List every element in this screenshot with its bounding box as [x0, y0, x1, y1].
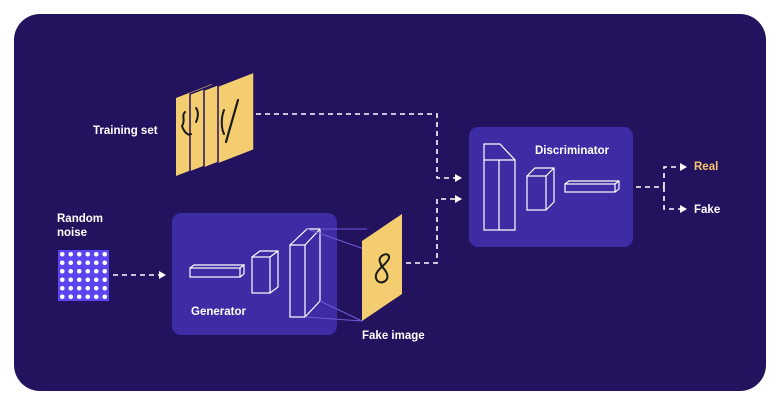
diagram-panel: [14, 14, 766, 391]
random-noise-label: Random noise: [57, 212, 103, 240]
discriminator-box: [469, 127, 633, 247]
training-set-stack-icon: [176, 70, 255, 176]
fake-output-label: Fake: [694, 204, 721, 216]
layer-block-icon: [526, 167, 555, 211]
discriminator-layers-icon: [483, 143, 620, 231]
generator-box: [172, 213, 337, 335]
layer-block-icon: [251, 250, 279, 294]
fake-output-arrow: [663, 187, 687, 213]
layer-block-icon: [526, 175, 547, 211]
layer-block-icon: [289, 244, 306, 318]
random-noise-grid-icon: [58, 250, 109, 301]
layer-block-icon: [564, 183, 616, 193]
real-output-arrow: [663, 163, 687, 187]
training-card-front: [217, 70, 255, 166]
projection-lines: [304, 228, 368, 322]
layer-block-icon: [189, 267, 241, 278]
training-set-label: Training set: [93, 125, 158, 137]
layer-block-icon: [251, 256, 271, 294]
generator-label: Generator: [191, 306, 246, 318]
layer-block-icon: [483, 143, 516, 231]
discriminator-label: Discriminator: [535, 145, 610, 157]
fake-image-card-icon: [362, 214, 402, 321]
fake-image-label: Fake image: [362, 330, 425, 342]
layer-block-icon: [483, 159, 500, 231]
generator-layers-icon: [189, 228, 321, 318]
random-noise-label-line1: Random: [57, 213, 103, 225]
layer-block-icon: [564, 180, 620, 193]
fake-to-discriminator-arrow: [406, 195, 462, 264]
layer-block-icon: [189, 263, 245, 278]
training-to-discriminator-arrow: [256, 113, 462, 182]
real-output-label: Real: [694, 161, 719, 173]
flow-connectors: [113, 113, 687, 279]
digit-stroke: [180, 111, 192, 136]
digit-stroke: [195, 107, 199, 123]
random-noise-label-line2: noise: [57, 227, 88, 239]
